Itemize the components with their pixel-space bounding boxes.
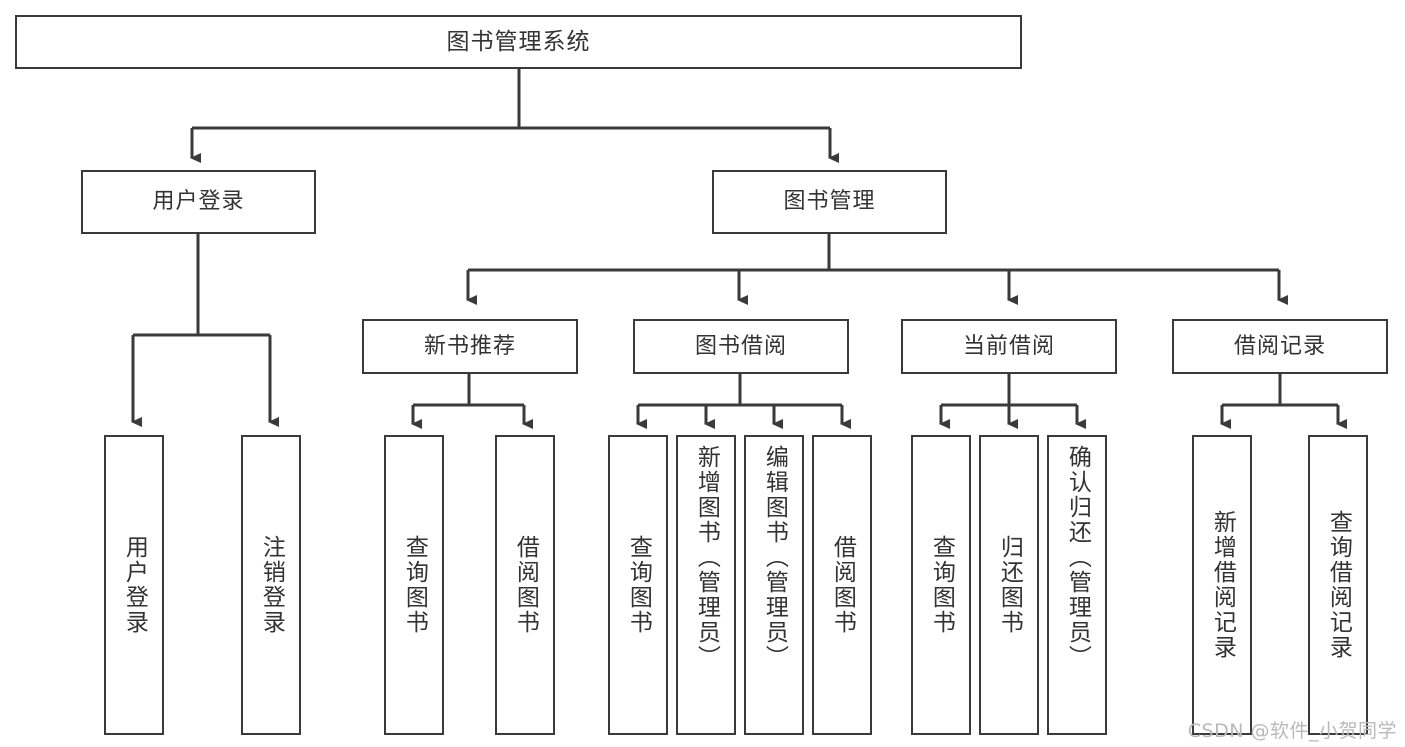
node-label: 用户登录: [152, 189, 245, 215]
node-label: 当前借阅: [962, 333, 1055, 359]
node-label: 新增借阅记录: [1209, 510, 1236, 660]
leaf-book-borrow-borrow[interactable]: 借阅图书: [812, 435, 872, 735]
node-label: 用户登录: [121, 535, 148, 635]
node-label: 查询图书: [401, 535, 428, 635]
node-label: 图书管理: [783, 189, 876, 215]
leaf-user-login-logout[interactable]: 注销登录: [241, 435, 301, 735]
leaf-borrow-record-add[interactable]: 新增借阅记录: [1192, 435, 1252, 735]
node-label: 图书借阅: [694, 333, 787, 359]
node-book-management[interactable]: 图书管理: [712, 170, 947, 234]
leaf-book-borrow-add[interactable]: 新增图书（管理员）: [676, 435, 736, 735]
node-label: 查询借阅记录: [1325, 510, 1352, 660]
node-label: 借阅记录: [1233, 333, 1326, 359]
node-current-borrow[interactable]: 当前借阅: [901, 319, 1117, 374]
node-label: 编辑图书（管理员）: [761, 445, 788, 670]
node-label: 图书管理系统: [446, 28, 591, 55]
leaf-new-book-borrow[interactable]: 借阅图书: [495, 435, 555, 735]
leaf-borrow-record-query[interactable]: 查询借阅记录: [1308, 435, 1368, 735]
leaf-current-borrow-confirm-return[interactable]: 确认归还（管理员）: [1047, 435, 1107, 735]
leaf-user-login-login[interactable]: 用户登录: [104, 435, 164, 735]
node-book-borrow[interactable]: 图书借阅: [633, 319, 849, 374]
leaf-new-book-query[interactable]: 查询图书: [384, 435, 444, 735]
node-label: 新增图书（管理员）: [693, 445, 720, 670]
node-label: 查询图书: [625, 535, 652, 635]
node-new-book-recommend[interactable]: 新书推荐: [362, 319, 578, 374]
node-label: 注销登录: [258, 535, 285, 635]
leaf-book-borrow-edit[interactable]: 编辑图书（管理员）: [744, 435, 804, 735]
node-label: 借阅图书: [512, 535, 539, 635]
leaf-book-borrow-query[interactable]: 查询图书: [608, 435, 668, 735]
node-label: 查询图书: [928, 535, 955, 635]
watermark-text: CSDN @软件_小贺同学: [1187, 720, 1397, 742]
node-borrow-record[interactable]: 借阅记录: [1172, 319, 1388, 374]
node-label: 归还图书: [996, 535, 1023, 635]
node-user-login[interactable]: 用户登录: [81, 170, 316, 234]
node-label: 借阅图书: [829, 535, 856, 635]
node-root-system[interactable]: 图书管理系统: [15, 15, 1022, 69]
node-label: 新书推荐: [423, 333, 516, 359]
leaf-current-borrow-return[interactable]: 归还图书: [979, 435, 1039, 735]
leaf-current-borrow-query[interactable]: 查询图书: [911, 435, 971, 735]
node-label: 确认归还（管理员）: [1064, 445, 1091, 670]
